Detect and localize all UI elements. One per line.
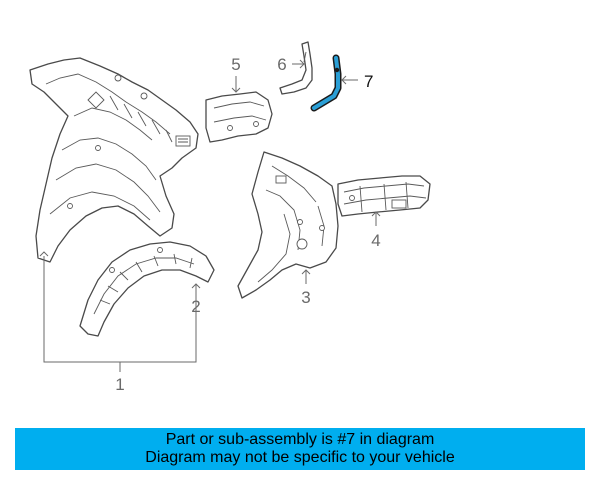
callout-3: 3 (301, 288, 310, 307)
part-1-quarter-panel (29, 57, 199, 263)
leader-lines (39, 59, 381, 372)
part-3-pillar-reinforcement (237, 151, 339, 299)
banner-line-1: Part or sub-assembly is #7 in diagram (165, 431, 435, 448)
info-banner: Part or sub-assembly is #7 in diagram Di… (15, 428, 585, 470)
callout-2: 2 (191, 297, 200, 316)
part-6-seal (279, 41, 313, 95)
callout-6: 6 (277, 55, 286, 74)
part-5-extension-panel (205, 91, 273, 143)
callout-4: 4 (371, 231, 380, 250)
parts-diagram: 1 2 3 4 5 6 7 (29, 41, 431, 394)
callout-1: 1 (115, 375, 124, 394)
part-7-seal-highlighted (310, 54, 342, 112)
banner-line-2: Diagram may not be specific to your vehi… (145, 449, 455, 466)
part-4-rail-extension (337, 175, 431, 217)
callout-5: 5 (231, 55, 240, 74)
part-2-wheelhouse (79, 241, 215, 337)
callout-7: 7 (364, 72, 373, 91)
